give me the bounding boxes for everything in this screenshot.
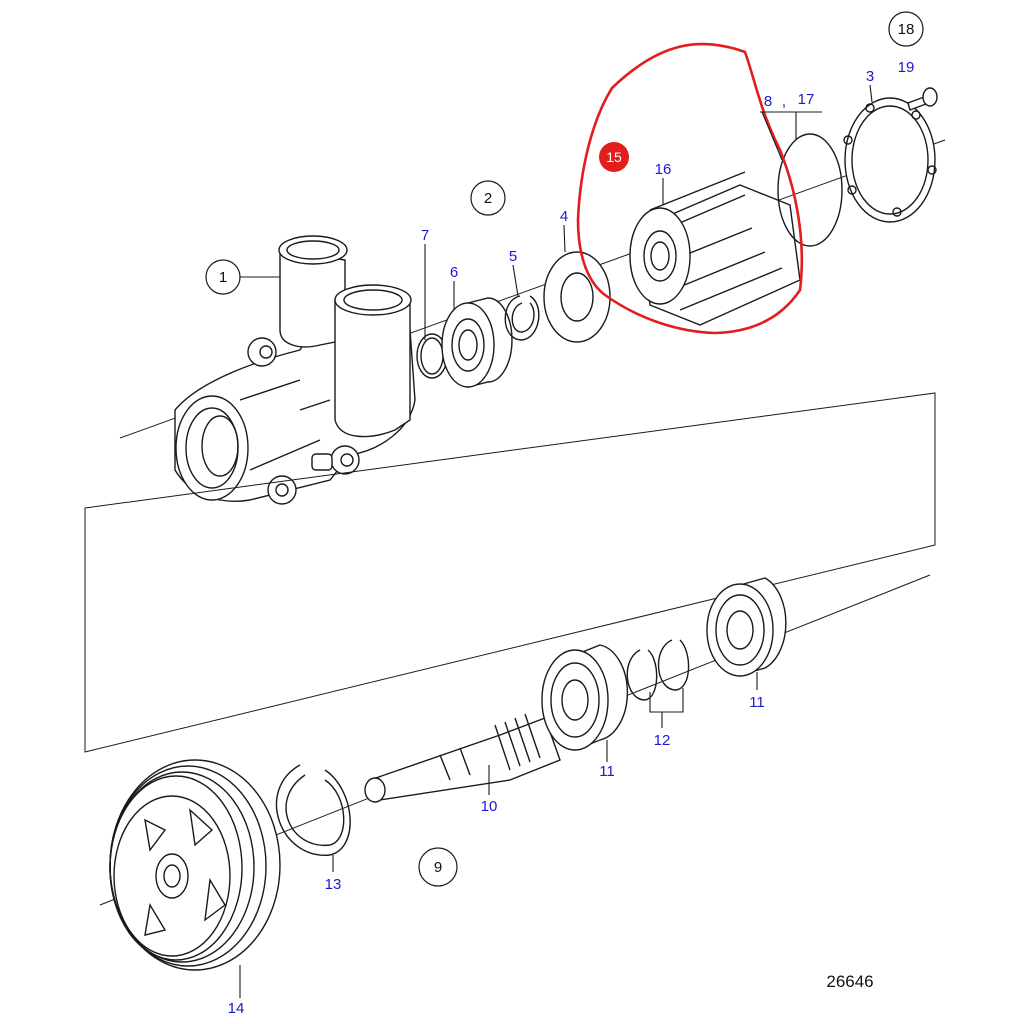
bearing-11-right [706, 577, 787, 677]
callout-circle-15 [599, 142, 629, 172]
label-7: 7 [421, 227, 429, 244]
wear-plate-4 [543, 251, 611, 343]
seal-6 [441, 297, 513, 388]
callout-15: 15 [606, 149, 622, 165]
impeller-16 [629, 171, 801, 326]
circlip-12a [626, 649, 658, 701]
label-11-left: 11 [599, 763, 615, 780]
label-8-separator: , [782, 93, 786, 110]
circlip-13 [275, 764, 351, 856]
pump-housing [174, 235, 416, 505]
callout-2: 2 [484, 190, 492, 207]
label-6: 6 [450, 264, 458, 281]
label-5: 5 [509, 248, 517, 265]
bearing-11-left [541, 644, 629, 752]
screw-19 [907, 87, 938, 111]
callout-circle-9 [418, 847, 458, 887]
label-12: 12 [654, 732, 671, 749]
callout-circle-18 [888, 11, 924, 47]
pulley-14 [109, 759, 281, 971]
shaft-10 [364, 713, 561, 803]
label-10: 10 [481, 798, 498, 815]
callout-1: 1 [219, 269, 227, 286]
drawing-number: 26646 [826, 972, 873, 991]
label-19: 19 [898, 59, 915, 76]
label-8: 8 [764, 93, 772, 110]
label-16: 16 [655, 161, 672, 178]
label-3: 3 [866, 68, 874, 85]
callout-circle-2 [470, 180, 506, 216]
label-4: 4 [560, 208, 568, 225]
cover-plate-3 [843, 97, 937, 223]
circlip-12b [657, 639, 690, 691]
label-14: 14 [228, 1000, 245, 1017]
leader-lines [239, 84, 873, 998]
label-11-right: 11 [749, 694, 765, 711]
reference-frame [84, 392, 936, 753]
label-13: 13 [325, 876, 342, 893]
o-ring-8-17 [777, 133, 843, 247]
label-17: 17 [798, 91, 815, 108]
callout-18: 18 [898, 21, 915, 38]
impeller-highlight-outline [576, 42, 804, 335]
circlip-5 [504, 295, 540, 341]
callout-9: 9 [434, 859, 442, 876]
callout-circle-1 [205, 259, 241, 295]
